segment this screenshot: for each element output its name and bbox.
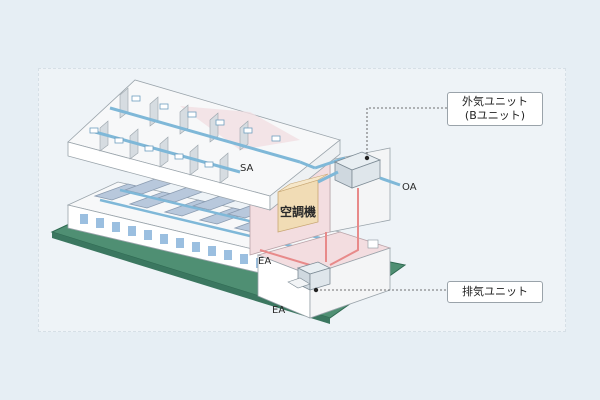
outdoor-unit-callout: 外気ユニット (Bユニット) <box>447 92 543 126</box>
ea-upper-label: EA <box>258 256 272 267</box>
diffusers <box>89 95 281 168</box>
exhaust-unit <box>287 261 332 291</box>
oa-label: OA <box>402 182 417 193</box>
sa-label: SA <box>240 163 254 174</box>
exhaust-unit-callout: 排気ユニット <box>447 281 543 303</box>
exhaust-unit-title: 排気ユニット <box>462 285 528 298</box>
ea-lower-label: EA <box>272 305 286 316</box>
outdoor-unit-title: 外気ユニット <box>462 95 528 108</box>
outdoor-air-unit <box>333 151 382 189</box>
lower-floor-windows <box>80 214 264 268</box>
air-handler-label: 空調機 <box>280 205 317 219</box>
outdoor-unit-subtitle: (Bユニット) <box>464 109 526 122</box>
leader-lines <box>316 107 447 291</box>
oa-duct <box>379 176 401 187</box>
